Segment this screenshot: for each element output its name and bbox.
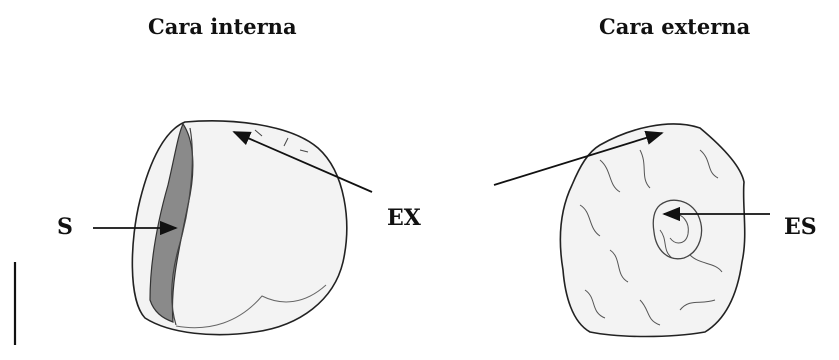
outer-face-title: Cara externa: [599, 14, 750, 39]
label-s: S: [57, 214, 73, 240]
inner-face-title: Cara interna: [148, 14, 297, 39]
label-es: ES: [784, 214, 817, 240]
label-ex: EX: [387, 205, 421, 231]
